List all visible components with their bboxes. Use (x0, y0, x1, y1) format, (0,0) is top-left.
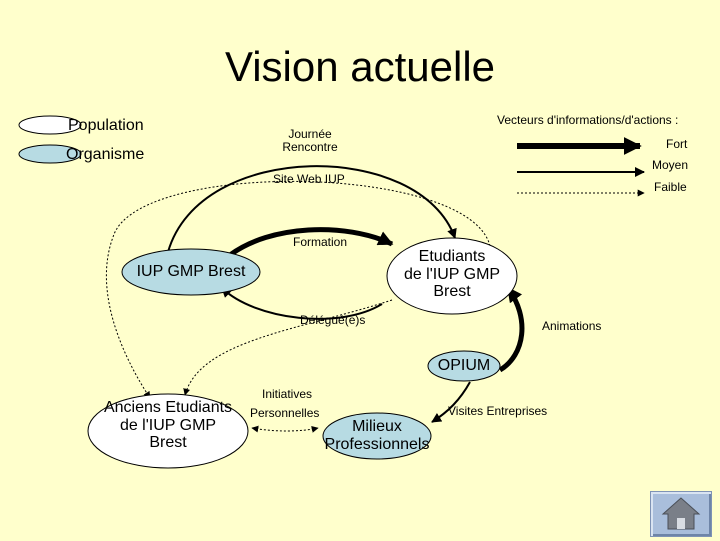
node-milieux-line1: Milieux (352, 418, 402, 435)
legend-population-ellipse (18, 115, 82, 135)
node-milieux-ellipse (322, 412, 432, 460)
node-etudiants-line1: Etudiants (418, 248, 486, 265)
node-milieux-line2: Professionnels (324, 435, 430, 453)
page-title: Vision actuelle (224, 43, 496, 90)
node-anciens-ellipse (87, 393, 249, 469)
link-initiatives-personnelles (251, 425, 319, 433)
node-iup-ellipse (121, 248, 261, 296)
home-icon (661, 497, 701, 530)
link-animations (498, 286, 525, 373)
legend-faible-label: Faible (654, 180, 687, 194)
legend-moyen-label: Moyen (652, 158, 689, 172)
node-etudiants-line2: de l'IUP GMP (403, 265, 501, 283)
home-button[interactable] (650, 491, 712, 537)
legend-organisme-label: Organisme (66, 146, 145, 163)
legend-organisme-ellipse (18, 144, 82, 164)
link-visites-entreprises (431, 381, 471, 423)
label-initiatives: Initiatives Personnelles (250, 387, 319, 420)
node-iup-label: IUP GMP Brest (136, 263, 246, 280)
node-etudiants-ellipse (386, 237, 518, 315)
node-anciens-label: Anciens Etudiants de l'IUP GMP Brest (86, 399, 250, 452)
legend-vectors-title: Vecteurs d'informations/d'actions : (497, 113, 679, 127)
node-anciens-line1: Anciens Etudiants (103, 399, 233, 416)
label-journee-rencontre: Journée Rencontre (272, 127, 348, 155)
node-anciens-line2: de l'IUP GMP (119, 416, 217, 434)
label-formation: Formation (293, 235, 348, 249)
node-opium-ellipse (427, 350, 501, 382)
node-etudiants-line3: Brest (433, 283, 471, 301)
label-initiatives-line1: Initiatives (262, 387, 313, 401)
node-etudiants-label: Etudiants de l'IUP GMP Brest (387, 248, 517, 301)
label-delegues: Délégué(e)s (300, 313, 366, 327)
label-visites-entreprises: Visites Entreprises (448, 404, 548, 418)
link-formation (228, 227, 394, 258)
node-opium-label: OPIUM (437, 357, 491, 374)
legend-population-label: Population (68, 117, 144, 134)
link-delegues (221, 287, 383, 320)
label-animations: Animations (542, 319, 602, 333)
link-etudiants-anciens (183, 299, 393, 396)
node-anciens-line3: Brest (149, 434, 187, 452)
label-journee-line1: Journée (288, 127, 332, 141)
legend-fort-label: Fort (666, 137, 688, 151)
link-site-web (106, 180, 491, 399)
node-milieux-label: Milieux Professionnels (317, 418, 437, 453)
label-journee-line2: Rencontre (282, 140, 338, 155)
link-journee-rencontre (167, 165, 457, 253)
label-site-web: Site Web IUP (273, 172, 345, 186)
label-initiatives-line2: Personnelles (250, 406, 320, 421)
